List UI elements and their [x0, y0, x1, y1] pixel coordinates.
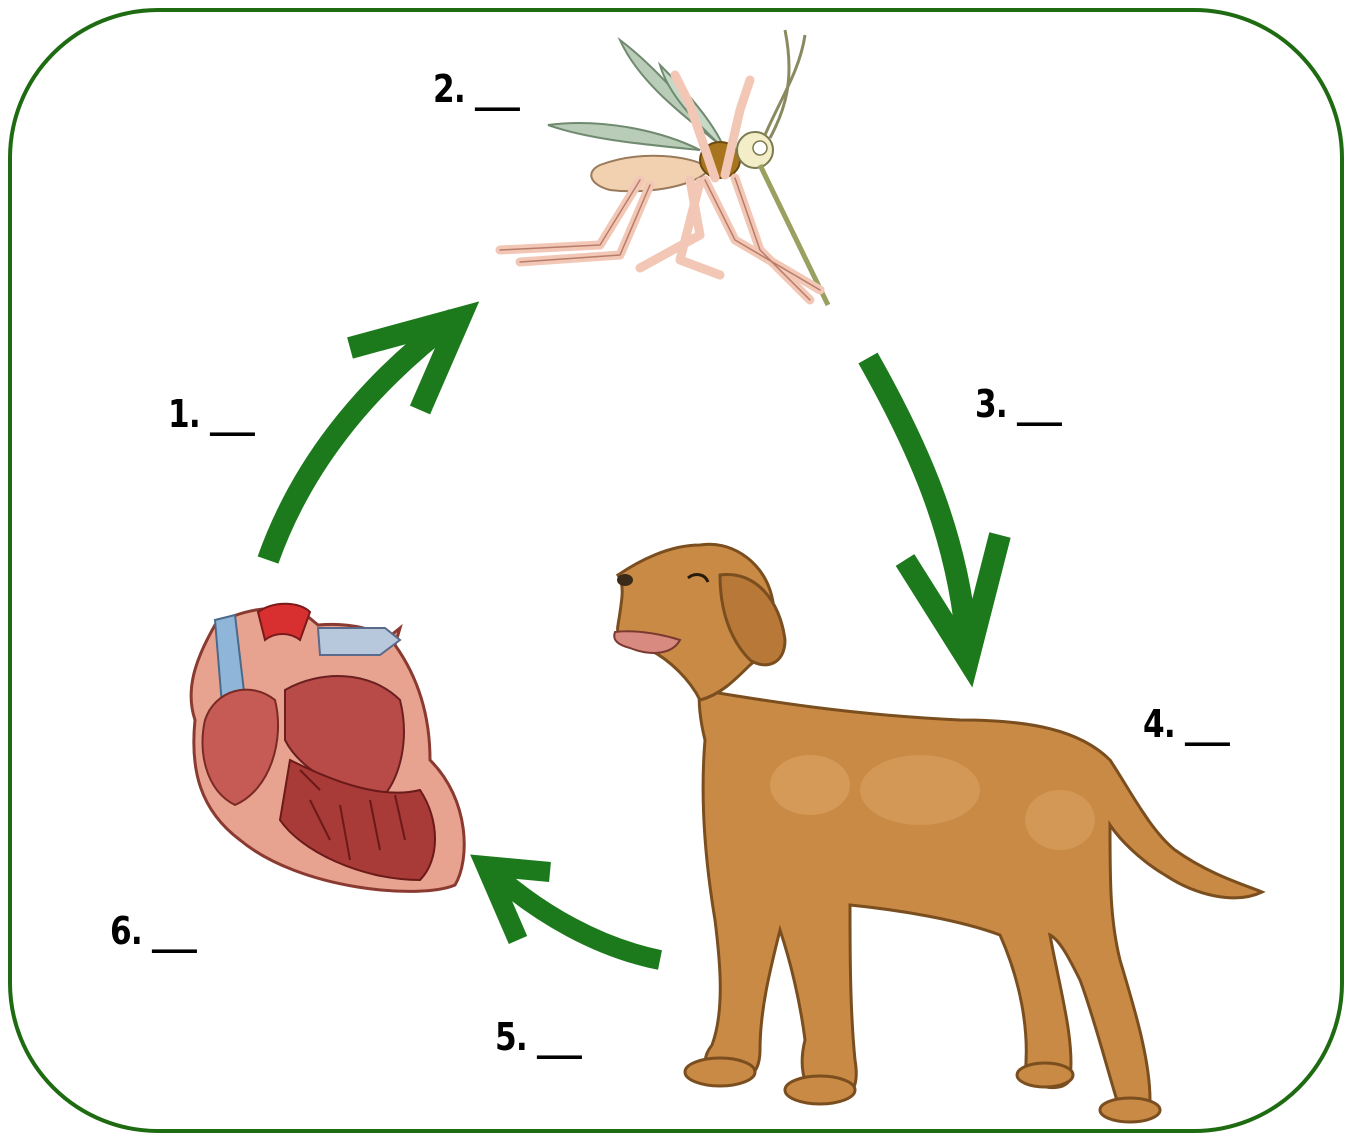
label-1: 1. ___ — [168, 395, 254, 433]
label-2: 2. ___ — [433, 70, 519, 108]
label-4: 4. ___ — [1143, 705, 1229, 743]
label-5: 5. ___ — [495, 1018, 581, 1056]
arrow-heart-to-mosquito — [268, 318, 460, 560]
arrow-dog-to-heart — [486, 866, 660, 960]
label-6: 6. ___ — [110, 912, 196, 950]
label-3: 3. ___ — [975, 385, 1061, 423]
heart-icon — [191, 604, 464, 892]
mosquito-icon — [500, 30, 828, 305]
